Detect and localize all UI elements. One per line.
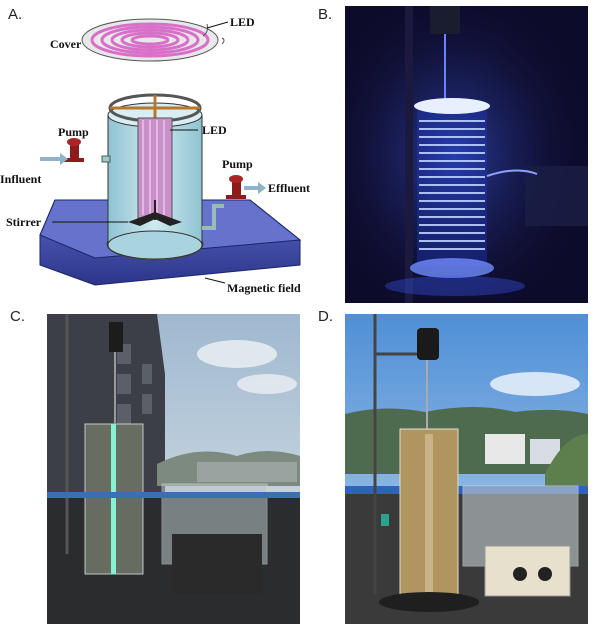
label-cover: Cover xyxy=(50,37,82,51)
effluent-arrow-icon xyxy=(244,182,266,194)
reactor-vessel xyxy=(101,93,224,260)
panel-a-schematic: Cover LED xyxy=(0,0,320,305)
label-influent: Influent xyxy=(0,172,41,186)
pump-right-icon xyxy=(226,175,246,199)
label-stirrer: Stirrer xyxy=(6,215,42,229)
label-led-mid: LED xyxy=(202,123,227,137)
cover-disk xyxy=(81,18,225,62)
panel-c-letter: C. xyxy=(10,308,25,325)
panel-b-photo xyxy=(345,6,588,303)
label-magnetic-field: Magnetic field xyxy=(227,281,301,295)
label-led-top: LED xyxy=(230,15,255,29)
outdoor-reactor-photo-c xyxy=(47,314,300,624)
glowing-reactor-photo xyxy=(345,6,588,303)
influent-arrow-icon xyxy=(40,153,68,165)
label-pump-left: Pump xyxy=(58,125,89,139)
label-effluent: Effluent xyxy=(268,181,310,195)
pump-left-icon xyxy=(64,138,84,162)
panel-b-letter: B. xyxy=(318,6,333,23)
panel-a-letter: A. xyxy=(8,6,23,23)
panel-d-letter: D. xyxy=(318,308,333,325)
panel-c-photo xyxy=(47,314,300,624)
panel-d-photo xyxy=(345,314,588,624)
reactor-schematic-svg: Cover LED xyxy=(0,15,310,295)
label-pump-right: Pump xyxy=(222,157,253,171)
outdoor-reactor-photo-d xyxy=(345,314,588,624)
